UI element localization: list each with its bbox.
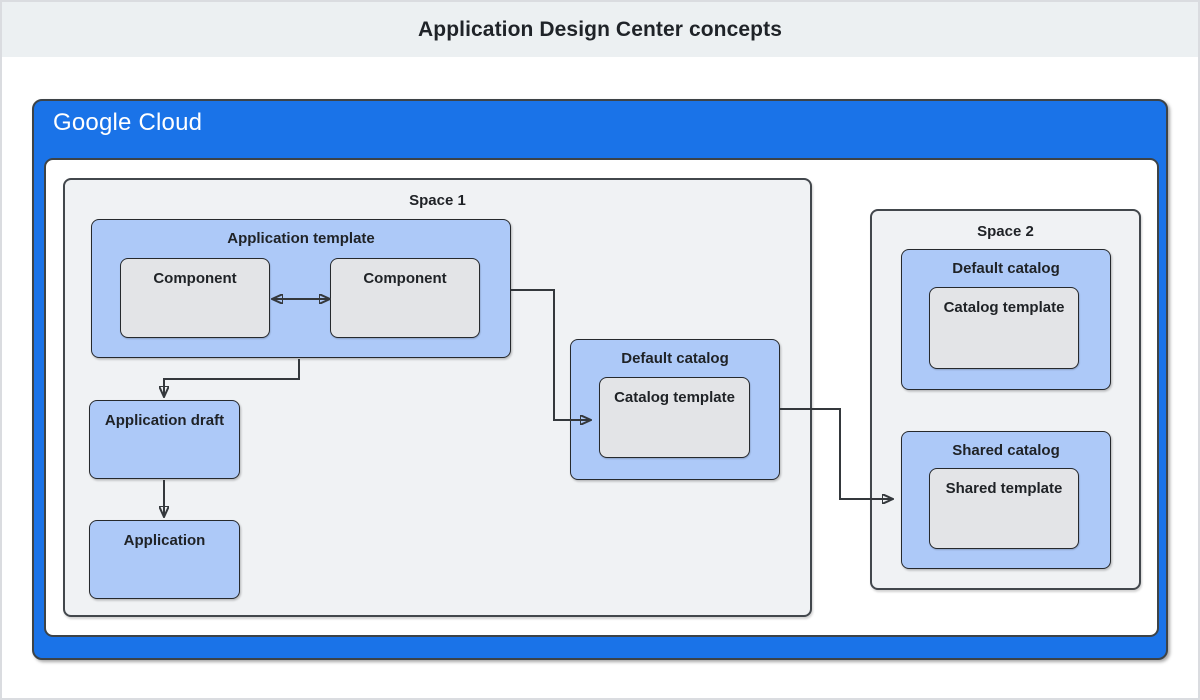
shared-catalog-label: Shared catalog — [952, 442, 1060, 459]
application-label: Application — [123, 532, 206, 549]
space-2: Space 2 Default catalog Catalog template… — [870, 209, 1141, 590]
application-draft-box: Application draft — [89, 400, 240, 479]
project-panel: Space 1 Application template Component C… — [44, 158, 1159, 637]
default-catalog-space1-label: Default catalog — [621, 350, 729, 367]
catalog-template-box-space1: Catalog template — [599, 377, 750, 458]
shared-template-box: Shared template — [929, 468, 1079, 549]
google-cloud-frame: Google Cloud Space 1 Application templat… — [32, 99, 1168, 660]
component-box-1: Component — [120, 258, 270, 338]
shared-catalog-box: Shared catalog Shared template — [901, 431, 1111, 569]
application-template-label: Application template — [227, 230, 375, 247]
catalog-template-space1-label: Catalog template — [614, 389, 735, 406]
component-box-2: Component — [330, 258, 480, 338]
default-catalog-space2-label: Default catalog — [952, 260, 1060, 277]
space-1: Space 1 Application template Component C… — [63, 178, 812, 617]
shared-template-label: Shared template — [945, 480, 1063, 497]
default-catalog-box-space1: Default catalog Catalog template — [570, 339, 780, 480]
page-title: Application Design Center concepts — [418, 18, 782, 41]
application-draft-label: Application draft — [104, 412, 225, 429]
logo-word-google: Google — [53, 109, 132, 136]
catalog-template-box-space2: Catalog template — [929, 287, 1079, 369]
space-2-label: Space 2 — [977, 223, 1034, 240]
logo-word-cloud: Cloud — [138, 109, 203, 136]
application-template-box: Application template Component Component — [91, 219, 511, 358]
component-1-label: Component — [153, 270, 237, 287]
application-box: Application — [89, 520, 240, 599]
component-2-label: Component — [363, 270, 447, 287]
default-catalog-box-space2: Default catalog Catalog template — [901, 249, 1111, 390]
space-1-label: Space 1 — [409, 192, 466, 209]
title-banner: Application Design Center concepts — [2, 2, 1198, 57]
catalog-template-space2-label: Catalog template — [943, 299, 1065, 316]
google-cloud-logo: Google Cloud — [53, 109, 202, 137]
